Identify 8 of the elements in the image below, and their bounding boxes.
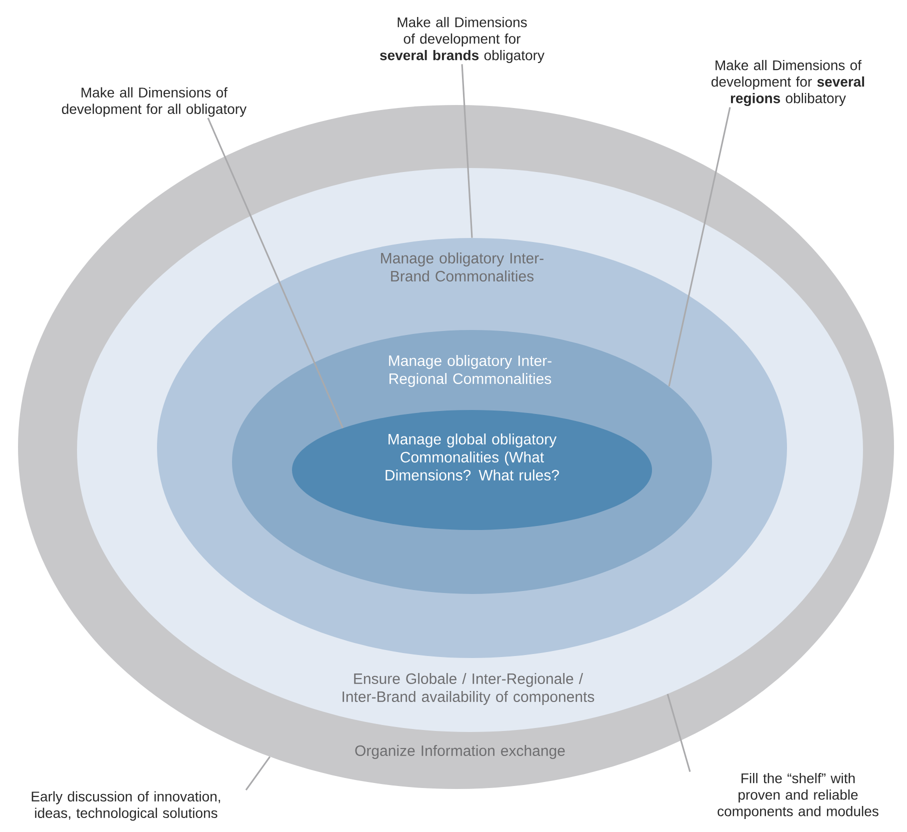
callout-text: Make all Dimensions of development for several brands obligatory [380,16,544,64]
leader-line [461,64,473,238]
leader-line [207,118,344,428]
callout-text: Early discussion of innovation, ideas, technological solutions [32,791,220,821]
leader-line [666,694,691,772]
leader-line [245,756,271,790]
leader-line [668,107,731,387]
callout-text: Make all Dimensions of development for several regions oblibatory [712,60,864,106]
